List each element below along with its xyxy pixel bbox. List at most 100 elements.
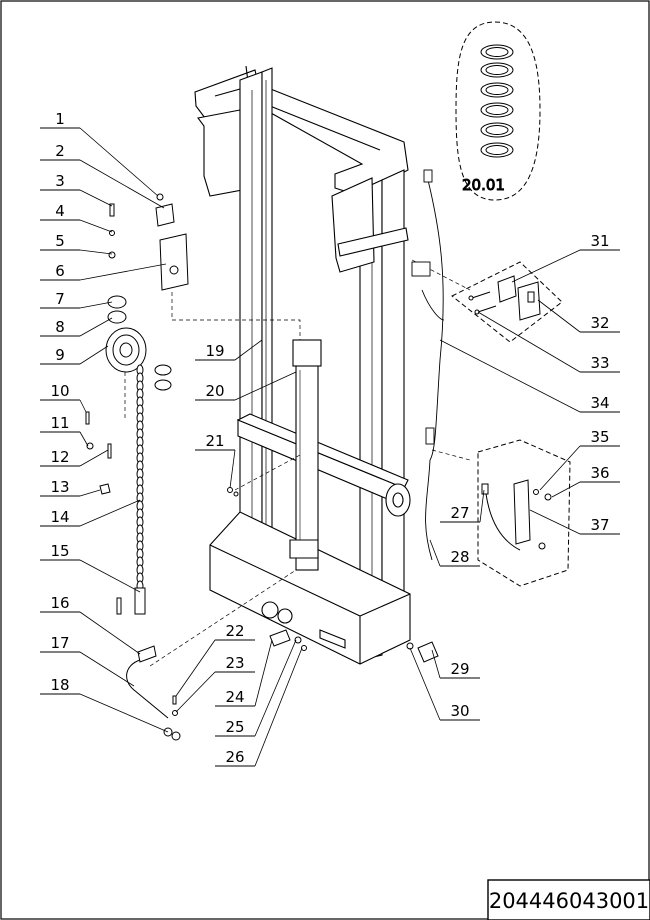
base-hole-right	[277, 608, 293, 624]
part-10-pin	[85, 411, 90, 425]
callout-leader-15	[79, 559, 141, 593]
callout-leader-7	[79, 301, 113, 309]
mast-lower-crossbar-top	[236, 413, 409, 489]
mast-left-rail-inner	[261, 67, 273, 576]
callout-leader-16	[79, 611, 141, 655]
callout-3: 3	[55, 172, 65, 190]
callout-leader-25	[254, 639, 297, 737]
detail-upper-switch	[451, 261, 563, 343]
part-5-nut	[108, 251, 116, 259]
callout-35: 35	[590, 428, 609, 446]
part-14-chain	[136, 364, 144, 592]
callout-21: 21	[205, 432, 224, 450]
callout-leader-19	[234, 339, 263, 361]
callout-24: 24	[225, 688, 244, 706]
callout-11: 11	[50, 414, 69, 432]
switch-screw-head-a	[468, 295, 474, 301]
switch-33-screw-b	[477, 305, 497, 313]
switch-37-bracket	[513, 479, 531, 545]
detail-seal-kit: 20.01	[455, 21, 541, 201]
sensor-lower	[425, 427, 435, 445]
callout-23: 23	[225, 654, 244, 672]
callout-leader-31	[511, 249, 581, 283]
callout-leader-28	[429, 539, 441, 567]
seal-rings	[480, 44, 514, 158]
part-2-sleeve	[155, 203, 175, 227]
part-18-fitting-b	[171, 731, 181, 741]
callout-17: 17	[50, 634, 69, 652]
callout-leader-24	[254, 639, 273, 707]
part-6-bracket	[159, 233, 189, 291]
sensor-upper-a	[423, 169, 433, 183]
detail-lower-switch	[477, 439, 571, 587]
callout-15: 15	[50, 542, 69, 560]
callout-leader-34	[439, 339, 581, 413]
callout-leader-3	[79, 189, 113, 207]
wire-lower	[425, 459, 433, 561]
seal-ring	[485, 85, 509, 95]
callout-leader-9	[79, 345, 109, 365]
mast-base-top	[209, 544, 411, 664]
mast-left-bracket	[197, 109, 243, 197]
callout-leader-26	[254, 647, 303, 767]
part-21-nut	[227, 487, 233, 493]
mast-right-bracket	[331, 177, 375, 273]
callout-31: 31	[590, 232, 609, 250]
callout-leader-32	[537, 299, 581, 333]
part-24-clamp	[269, 629, 291, 647]
callout-37: 37	[590, 516, 609, 534]
callout-leader-29	[431, 649, 441, 679]
callout-leader-17	[79, 651, 135, 687]
callout-leader-8	[79, 317, 113, 337]
part-13-nut	[99, 483, 111, 495]
part-1-nut	[156, 193, 164, 201]
switch-31-plate	[497, 275, 517, 303]
callout-1: 1	[55, 110, 65, 128]
part-21-nut-b	[233, 491, 239, 497]
detail-upper-switch-outline	[451, 261, 563, 343]
callout-13: 13	[50, 478, 69, 496]
left-parts	[85, 193, 439, 741]
callout-leader-13	[79, 489, 101, 497]
mast-mid-crossbar	[337, 227, 409, 257]
seal-ring	[485, 105, 509, 115]
callout-20: 20	[205, 382, 224, 400]
callout-leader-23	[175, 671, 216, 713]
switch-33-screw-a	[471, 291, 491, 299]
callout-16: 16	[50, 594, 69, 612]
callout-19: 19	[205, 342, 224, 360]
part-6-hole	[169, 265, 179, 275]
callout-leader-2	[79, 159, 165, 209]
callout-leader-14	[79, 499, 141, 527]
part-20-ring-a	[154, 364, 172, 376]
callout-leader-33	[477, 311, 581, 373]
part-22-screw	[172, 695, 177, 705]
seal-ring	[485, 47, 509, 57]
callout-leader-37	[529, 509, 581, 535]
callout-5: 5	[55, 232, 65, 250]
callout-leader-30	[409, 647, 441, 721]
cylinder-body	[295, 347, 319, 571]
switch-screw-head-b	[474, 309, 480, 315]
callout-32: 32	[590, 314, 609, 332]
callout-8: 8	[55, 318, 65, 336]
callout-36: 36	[590, 464, 609, 482]
callout-leader-6	[79, 263, 167, 281]
callout-leader-21	[229, 449, 236, 489]
part-20-ring-b	[154, 379, 172, 391]
switch-27-sensor	[481, 483, 489, 495]
callout-labels: 1234567891011121314151617181920212223242…	[40, 110, 620, 767]
callout-34: 34	[590, 394, 609, 412]
callout-leader-20	[234, 371, 297, 401]
part-26-washer	[301, 645, 307, 651]
callout-9: 9	[55, 346, 65, 364]
callout-leader-11	[79, 431, 89, 447]
wire-mid	[421, 289, 445, 321]
part-11-washer	[86, 442, 94, 450]
detail-label: 20.01	[462, 176, 505, 194]
callout-7: 7	[55, 290, 65, 308]
detail-seal-kit-outline	[455, 21, 541, 201]
callout-27: 27	[450, 504, 469, 522]
document-number: 204446043001	[489, 889, 649, 913]
callout-leader-12	[79, 449, 109, 467]
